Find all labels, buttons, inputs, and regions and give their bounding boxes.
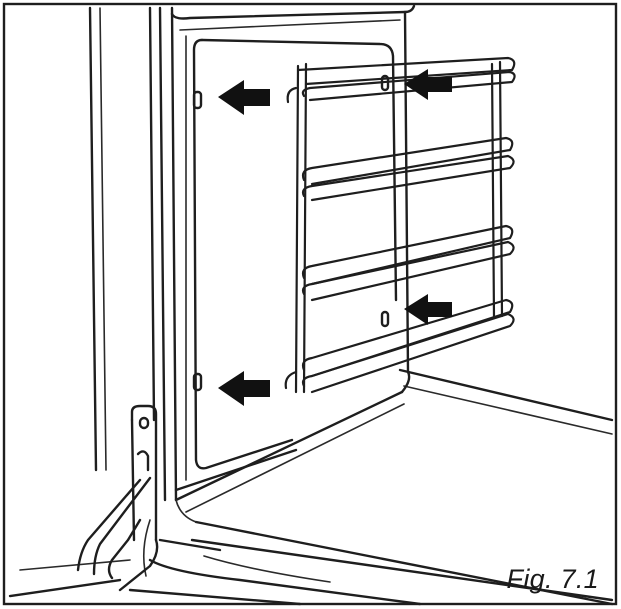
- oven-back-wall: [398, 10, 614, 435]
- oven-floor: [8, 390, 614, 606]
- arrow-left-icon: [404, 69, 452, 100]
- oven-front-frame: [88, 6, 178, 502]
- door-hinge-icon: [76, 404, 159, 592]
- side-wall-panel: [174, 35, 398, 492]
- arrow-left-icon: [404, 294, 452, 325]
- wire-shelf-support: [284, 56, 516, 394]
- oven-cavity-ceiling: [170, 4, 416, 31]
- arrow-left-icon: [218, 371, 270, 406]
- arrow-left-icon: [218, 80, 270, 115]
- figure-caption: Fig. 7.1: [506, 564, 599, 594]
